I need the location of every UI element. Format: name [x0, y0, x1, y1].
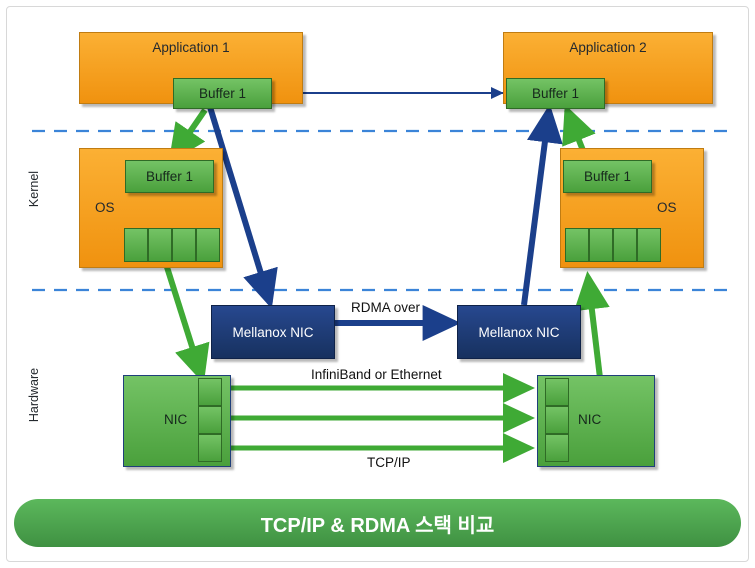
os-right-queue-cell-1 [565, 228, 589, 262]
layer-label-hardware: Hardware [27, 367, 41, 423]
kernel-buffer-right[interactable]: Buffer 1 [563, 160, 652, 193]
mellanox-nic-right-label: Mellanox NIC [478, 324, 560, 340]
nic-right-port-3 [545, 434, 569, 462]
os-left-queue-cell-2 [148, 228, 172, 262]
kernel-buffer-right-label: Buffer 1 [583, 169, 632, 184]
label-tcp-ip: TCP/IP [367, 455, 411, 470]
banner-title: TCP/IP & RDMA 스택 비교 [260, 514, 495, 537]
nic-right-port-2 [545, 406, 569, 434]
application-1-buffer[interactable]: Buffer 1 [173, 78, 272, 109]
mellanox-nic-left[interactable]: Mellanox NIC [211, 305, 335, 359]
nic-right-port-1 [545, 378, 569, 406]
os-right-queue-cell-4 [637, 228, 661, 262]
application-2-label: Application 2 [569, 40, 647, 55]
os-right-label: OS [657, 200, 677, 215]
application-2-buffer-label: Buffer 1 [531, 86, 580, 101]
application-1-buffer-label: Buffer 1 [198, 86, 247, 101]
nic-left-port-1 [198, 378, 222, 406]
mellanox-nic-right[interactable]: Mellanox NIC [457, 305, 581, 359]
os-right-queue-cell-2 [589, 228, 613, 262]
title-banner: TCP/IP & RDMA 스택 비교 [14, 499, 741, 547]
layer-label-kernel: Kernel [27, 170, 41, 208]
os-left-queue-cell-4 [196, 228, 220, 262]
arrow-app1-to-mellanox-left [207, 106, 278, 309]
kernel-buffer-left-label: Buffer 1 [145, 169, 194, 184]
arrow-mellanox-right-to-app2 [521, 104, 563, 306]
os-left-queue-cell-3 [172, 228, 196, 262]
label-rdma-over: RDMA over [351, 300, 421, 315]
arrow-nic-right-to-os-right [573, 271, 610, 379]
nic-left-port-2 [198, 406, 222, 434]
application-1-label: Application 1 [152, 40, 230, 55]
nic-right-label: NIC [578, 412, 602, 427]
label-infiniband-or-ethernet: InfiniBand or Ethernet [311, 367, 442, 382]
os-left-queue-cell-1 [124, 228, 148, 262]
os-left-label: OS [95, 200, 115, 215]
mellanox-nic-left-label: Mellanox NIC [232, 324, 314, 340]
application-2-buffer[interactable]: Buffer 1 [506, 78, 605, 109]
nic-left-port-3 [198, 434, 222, 462]
nic-left-label: NIC [164, 412, 188, 427]
os-right-queue-cell-3 [613, 228, 637, 262]
kernel-buffer-left[interactable]: Buffer 1 [125, 160, 214, 193]
